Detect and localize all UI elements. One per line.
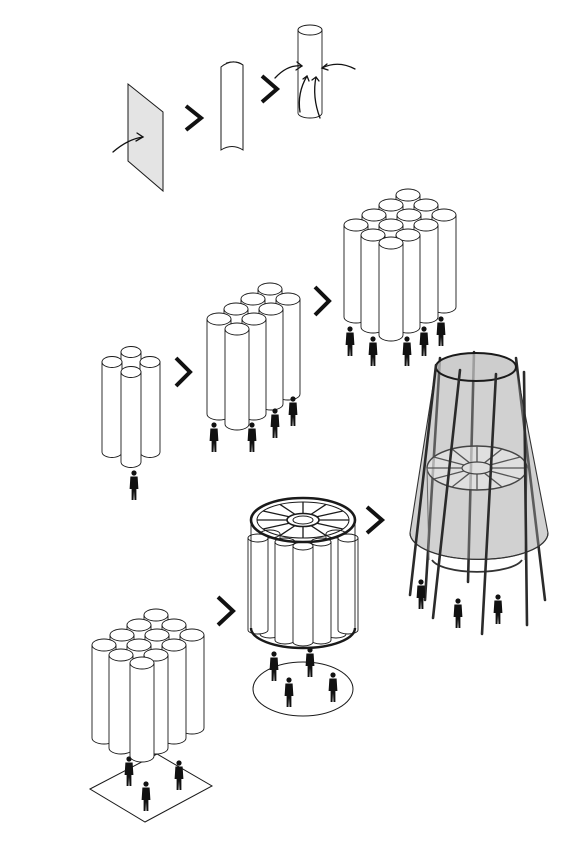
- tube-cluster-medium: [206, 282, 301, 452]
- ring-pavilion: [247, 496, 359, 717]
- spoke: [279, 503, 296, 515]
- spoke: [484, 472, 503, 488]
- tube: [274, 537, 296, 645]
- tube-under-load: [274, 24, 356, 119]
- chevron-arrow-4: [313, 285, 332, 317]
- tube: [120, 366, 142, 468]
- chevron-arrow-3: [174, 356, 193, 388]
- person-figures: [416, 579, 503, 628]
- tube-cluster-on-platform: [88, 608, 214, 823]
- tube: [129, 656, 155, 763]
- tube: [378, 236, 404, 342]
- tube: [101, 356, 123, 458]
- spoke: [310, 525, 327, 537]
- tube-cluster-small: [101, 346, 161, 500]
- curved-sheet: [220, 61, 244, 151]
- tube: [310, 537, 332, 645]
- tube: [108, 648, 134, 755]
- cluster-tubes: [91, 608, 205, 763]
- spoke: [263, 522, 290, 530]
- cluster-tubes: [206, 282, 301, 431]
- spoke: [484, 448, 503, 464]
- flat-sheet: [112, 82, 164, 193]
- spoke: [310, 503, 327, 515]
- tube: [292, 541, 314, 647]
- pavilion-tubes: [247, 529, 359, 647]
- tube: [139, 356, 161, 458]
- spoke: [489, 470, 521, 480]
- mesh-tower: [408, 350, 549, 636]
- chevron-arrow-2: [260, 74, 281, 104]
- spoke: [263, 510, 290, 518]
- roof-ring-spokes: [257, 502, 349, 538]
- spoke: [451, 472, 470, 488]
- chevron-arrow-1: [184, 104, 205, 132]
- cluster-tubes: [343, 188, 457, 342]
- person-figures: [129, 470, 139, 500]
- tube: [337, 533, 359, 635]
- tube: [247, 533, 269, 635]
- spoke: [489, 456, 521, 466]
- spoke: [451, 448, 470, 464]
- chevron-arrow-6: [365, 505, 386, 535]
- spoke: [316, 510, 343, 518]
- spoke: [316, 522, 343, 530]
- cluster-tubes: [101, 346, 161, 468]
- spoke: [279, 525, 296, 537]
- tube: [224, 322, 250, 431]
- tube-cluster-large: [343, 188, 457, 366]
- chevron-arrow-5: [216, 595, 236, 627]
- inner-ring-spokes: [427, 446, 527, 490]
